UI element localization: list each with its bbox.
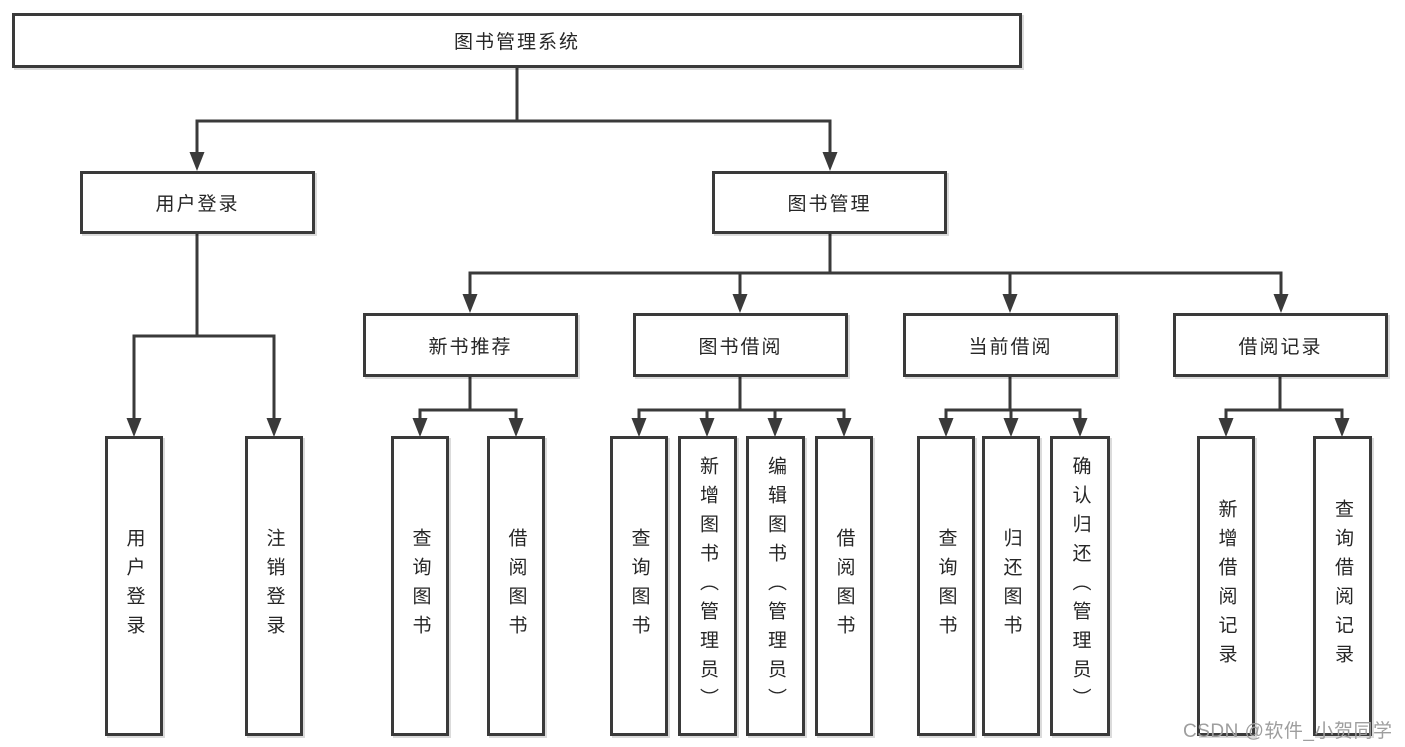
arrowhead-icon [732,294,748,313]
arrowhead-icon [1218,418,1234,437]
arrowhead-icon [189,152,205,171]
node-current-borrowing: 当前借阅 [903,313,1118,377]
arrowhead-icon [508,418,524,437]
leaf-logout: 注销登录 [245,436,303,736]
leaf-query-borrow-record: 查询借阅记录 [1313,436,1372,736]
connector-root-to-l1 [195,68,832,154]
arrowhead-icon [1003,418,1019,437]
arrowhead-icon [836,418,852,437]
leaf-query-books-current: 查询图书 [917,436,975,736]
connector-bookborrow-to-leaves [637,377,846,420]
connector-newbook-to-leaves [418,377,518,420]
arrowhead-icon [822,152,838,171]
arrowhead-icon [938,418,954,437]
arrowhead-icon [266,418,282,437]
arrowhead-icon [1072,418,1088,437]
leaf-return-books: 归还图书 [982,436,1040,736]
leaf-edit-book-admin: 编辑图书（管理员） [746,436,805,736]
csdn-watermark: CSDN @软件_小贺同学 [1183,721,1393,742]
node-book-borrowing: 图书借阅 [633,313,848,377]
node-user-login: 用户登录 [80,171,315,234]
arrowhead-icon [1273,294,1289,313]
node-book-management: 图书管理 [712,171,947,234]
arrowhead-icon [462,294,478,313]
leaf-user-login: 用户登录 [105,436,163,736]
arrowhead-icon [631,418,647,437]
arrowhead-icon [1002,294,1018,313]
arrowhead-icon [767,418,783,437]
arrowhead-icon [126,418,142,437]
connector-bookmgmt-to-l2 [468,234,1283,296]
connector-currentborrow-to-leaves [944,377,1082,420]
arrowhead-icon [1334,418,1350,437]
connector-userlogin-to-leaves [132,234,276,420]
leaf-confirm-return-admin: 确认归还（管理员） [1050,436,1110,736]
leaf-add-borrow-record: 新增借阅记录 [1197,436,1255,736]
leaf-borrow-books-recommend: 借阅图书 [487,436,545,736]
leaf-borrow-books-borrowing: 借阅图书 [815,436,873,736]
leaf-add-book-admin: 新增图书（管理员） [678,436,737,736]
node-library-system: 图书管理系统 [12,13,1022,68]
arrowhead-icon [699,418,715,437]
node-borrow-records: 借阅记录 [1173,313,1388,377]
arrowhead-icon [412,418,428,437]
leaf-query-books-recommend: 查询图书 [391,436,449,736]
arrowheads [126,152,1350,437]
node-new-book-recommend: 新书推荐 [363,313,578,377]
leaf-query-books-borrowing: 查询图书 [610,436,668,736]
connector-records-to-leaves [1224,377,1344,420]
